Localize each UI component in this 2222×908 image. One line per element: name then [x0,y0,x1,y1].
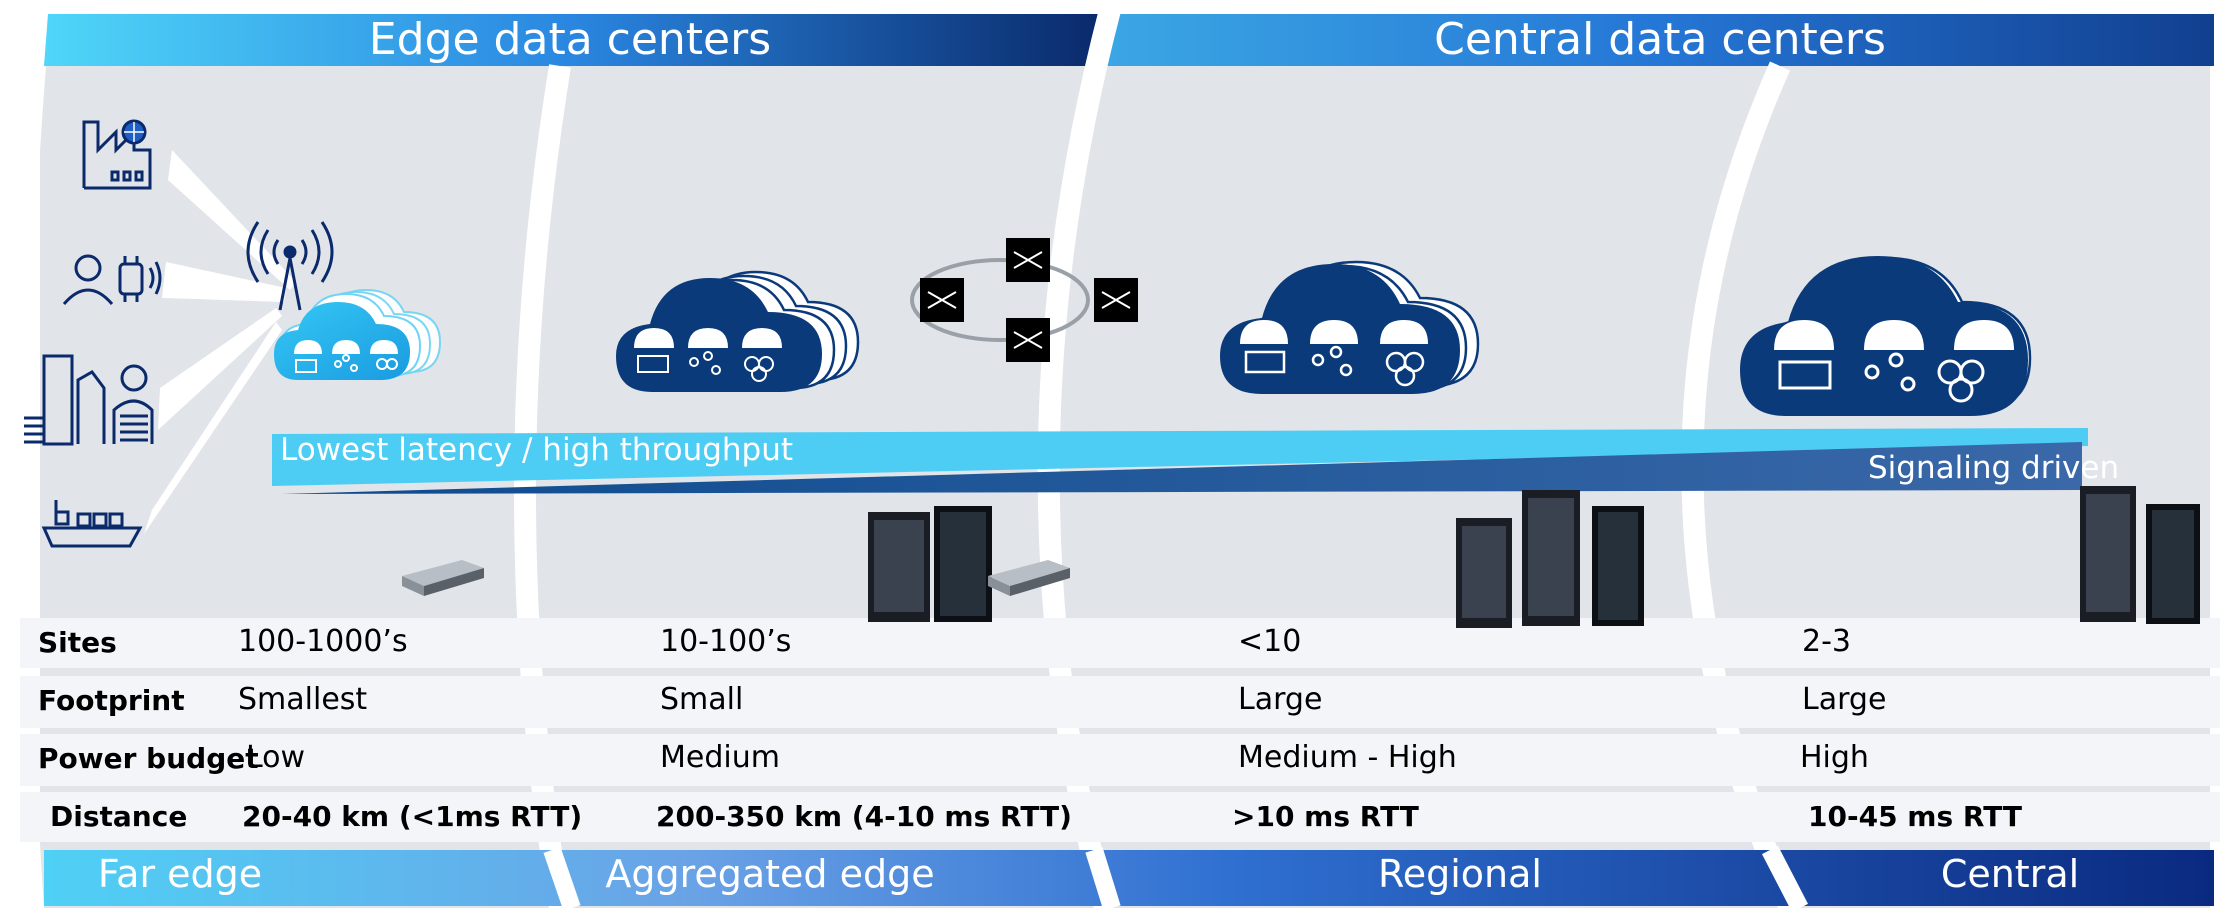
cell-footprint-far-edge: Smallest [238,682,368,717]
tier-label-aggregated-edge: Aggregated edge [605,852,935,896]
cell-power-regional: Medium - High [1238,740,1457,775]
latency-band-label: Lowest latency / high throughput [280,432,794,468]
cloud-stack-far-edge [274,288,442,380]
factory-icon [82,119,152,190]
cell-distance-aggregated: 200-350 km (4-10 ms RTT) [656,800,1072,833]
antenna-tower-icon [246,221,334,311]
cloud-stack-regional [1220,260,1480,394]
row-label-sites: Sites [38,626,117,659]
server-rack-icon [402,486,2200,628]
cell-footprint-aggregated: Small [660,682,744,717]
divider-far-agg [514,64,571,908]
cell-power-far-edge: Low [246,740,306,775]
cell-sites-far-edge: 100-1000’s [238,624,408,659]
cell-footprint-regional: Large [1238,682,1323,717]
cloud-stack-aggregated [616,270,860,392]
edge-header-bar [44,14,1100,66]
cell-footprint-central: Large [1802,682,1887,717]
network-switch-ring [910,238,1138,362]
cell-distance-far-edge: 20-40 km (<1ms RTT) [242,800,583,833]
signaling-band-label: Signaling driven [1868,450,2120,486]
edge-header-title: Edge data centers [368,14,772,65]
latency-band [272,428,2088,486]
central-header-title: Central data centers [1434,14,1886,65]
table-rows [20,618,2220,842]
person-watch-icon [62,254,162,305]
tier-label-central: Central [1940,852,2080,896]
row-label-power-budget: Power budget [38,742,259,775]
tier-label-far-edge: Far edge [97,852,263,896]
tier-bar [44,850,2214,906]
signaling-band [282,442,2082,494]
cell-distance-regional: >10 ms RTT [1232,800,1419,833]
network-switch-icon [920,238,1138,362]
cell-sites-regional: <10 [1238,624,1302,659]
cell-power-central: High [1800,740,1869,775]
cloud-stack-central [1740,256,2032,416]
city-person-icon [24,354,154,446]
row-label-footprint: Footprint [38,684,185,717]
cell-sites-central: 2-3 [1802,624,1851,659]
signal-rays [144,150,296,534]
tier-label-regional: Regional [1378,852,1542,896]
cell-power-aggregated: Medium [660,740,780,775]
row-label-distance: Distance [50,800,188,833]
ship-icon [41,500,143,548]
cell-distance-central: 10-45 ms RTT [1808,800,2023,833]
cell-sites-aggregated: 10-100’s [660,624,792,659]
